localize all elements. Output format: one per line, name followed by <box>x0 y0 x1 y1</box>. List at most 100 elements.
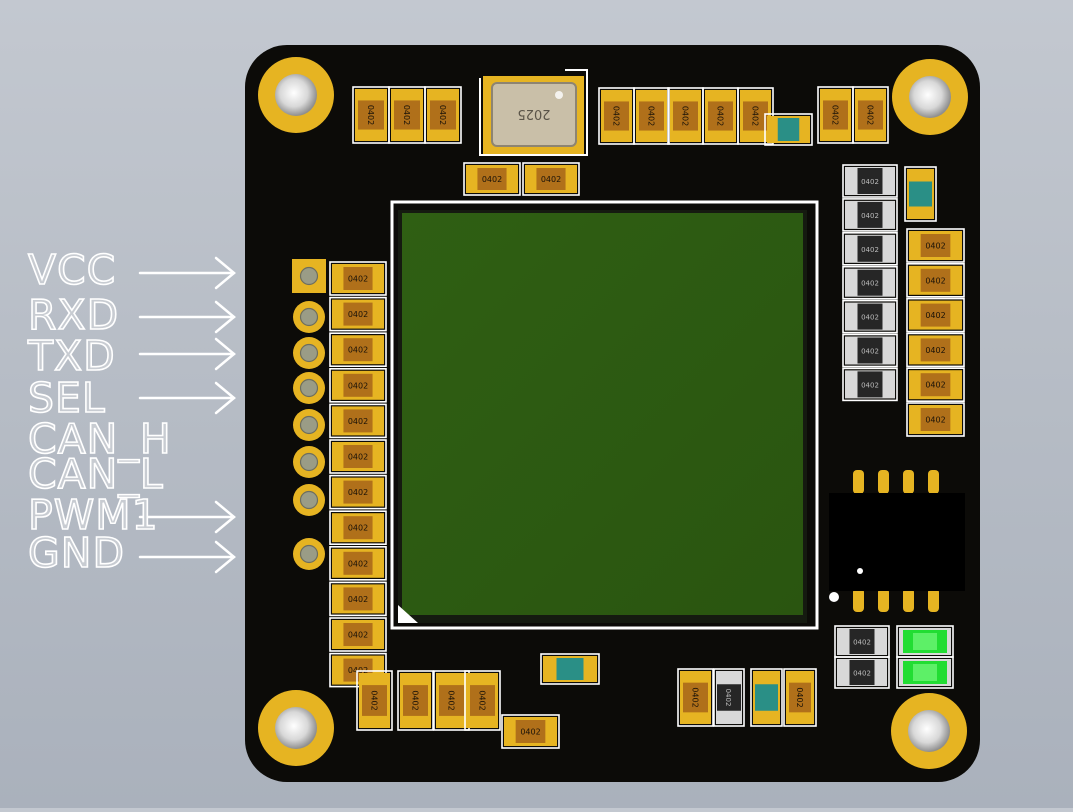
resistor-0402: 0402 <box>352 86 390 144</box>
resistor-0402: 0402 <box>842 333 898 368</box>
part-marking: 0402 <box>691 687 700 707</box>
status-led <box>896 656 954 689</box>
resistor-0402: 0402 <box>329 510 387 546</box>
capacitor <box>764 113 813 146</box>
part-marking: 0402 <box>861 212 879 220</box>
header-pin <box>293 372 325 404</box>
resistor-0402: 0402 <box>842 367 898 402</box>
part-marking: 0402 <box>366 105 375 125</box>
part-marking: 0402 <box>612 106 621 126</box>
part-marking: 0402 <box>716 106 725 126</box>
pin-label: VCC <box>27 246 117 294</box>
crystal-oscillator: 2025 <box>479 69 588 156</box>
pin-arrows <box>138 256 236 574</box>
resistor-0402: 0402 <box>852 86 889 144</box>
part-marking: 0402 <box>861 348 879 356</box>
part-marking: 0402 <box>647 106 656 126</box>
resistor-0402: 0402 <box>737 87 774 145</box>
part-marking: 0402 <box>541 175 561 184</box>
part-marking: 0402 <box>447 690 456 710</box>
pin-label: RXD <box>27 291 120 339</box>
part-marking: 0402 <box>751 106 760 126</box>
resistor-0402: 0402 <box>433 670 470 731</box>
part-marking: 0402 <box>861 381 879 389</box>
part-marking: 0402 <box>348 346 368 355</box>
resistor-0402: 0402 <box>842 265 898 300</box>
resistor-0402: 0402 <box>842 164 898 198</box>
capacitor <box>750 668 783 727</box>
part-marking: 0402 <box>348 631 368 640</box>
part-marking: 0402 <box>831 105 840 125</box>
part-marking: 0402 <box>925 346 945 355</box>
part-marking: 0402 <box>520 728 540 737</box>
pin-label: CAN_L <box>27 450 164 498</box>
crystal-marking: 2025 <box>517 106 550 121</box>
resistor-0402: 0402 <box>906 297 965 333</box>
resistor-0402: 0402 <box>329 439 387 474</box>
part-marking: 0402 <box>861 246 879 254</box>
status-led <box>896 625 954 658</box>
resistor-0402: 0402 <box>522 162 580 196</box>
resistor-0402: 0402 <box>906 367 965 403</box>
resistor-0402: 0402 <box>834 625 890 658</box>
lcd-module <box>390 200 819 630</box>
resistor-0402: 0402 <box>842 299 898 334</box>
resistor-0402: 0402 <box>906 228 965 263</box>
part-marking: 0402 <box>861 280 879 288</box>
part-marking: 0402 <box>348 417 368 426</box>
resistor-0402: 0402 <box>713 668 745 727</box>
resistor-0402: 0402 <box>329 545 387 581</box>
mounting-hole <box>891 693 967 769</box>
resistor-0402: 0402 <box>677 668 714 727</box>
pin-arrow <box>138 381 236 415</box>
resistor-0402: 0402 <box>702 87 739 145</box>
part-marking: 0402 <box>402 105 411 125</box>
resistor-0402: 0402 <box>329 261 387 296</box>
part-marking: 0402 <box>411 690 420 710</box>
part-marking: 0402 <box>861 314 879 322</box>
pin-arrow <box>138 337 236 371</box>
part-marking: 0402 <box>795 687 804 707</box>
resistor-0402: 0402 <box>598 87 635 145</box>
resistor-0402: 0402 <box>329 474 387 510</box>
pin-header <box>292 259 326 570</box>
ic-chip <box>829 470 965 612</box>
part-marking: 0402 <box>861 178 879 186</box>
pin-label: SEL <box>27 374 106 422</box>
resistor-0402: 0402 <box>783 668 817 727</box>
header-pin <box>292 259 326 293</box>
mounting-hole <box>258 690 334 766</box>
mounting-hole <box>892 59 968 135</box>
part-marking: 0402 <box>438 105 447 125</box>
resistor-0402: 0402 <box>464 670 501 731</box>
resistor-0402: 0402 <box>424 86 462 144</box>
part-marking: 0402 <box>681 106 690 126</box>
mounting-hole <box>258 57 334 133</box>
resistor-0402: 0402 <box>834 656 890 689</box>
part-marking: 0402 <box>348 524 368 533</box>
pin-label: PWM1 <box>27 491 159 539</box>
header-pin <box>293 337 325 369</box>
resistor-0402: 0402 <box>329 332 387 368</box>
resistor-0402: 0402 <box>397 670 434 731</box>
part-marking: 0402 <box>348 559 368 568</box>
part-marking: 0402 <box>724 689 732 707</box>
resistor-0402: 0402 <box>329 581 387 617</box>
mounting-holes <box>258 57 968 769</box>
header-pin <box>293 301 325 333</box>
part-marking: 0402 <box>348 381 368 390</box>
pin-arrow <box>138 500 236 534</box>
resistor-0402: 0402 <box>329 296 387 332</box>
passive-components: 0402 0402 0402 0402 0402 0402 0402 0402 0402 0402… <box>329 86 965 749</box>
header-pin <box>293 409 325 441</box>
resistor-0402: 0402 <box>667 87 704 145</box>
pin-arrow <box>138 540 236 574</box>
pin-arrow <box>138 300 236 334</box>
part-marking: 0402 <box>925 276 945 285</box>
part-marking: 0402 <box>370 690 379 710</box>
resistor-0402: 0402 <box>842 198 898 232</box>
pin-label: GND <box>27 529 126 577</box>
part-marking: 0402 <box>348 595 368 604</box>
part-marking: 0402 <box>853 639 871 647</box>
